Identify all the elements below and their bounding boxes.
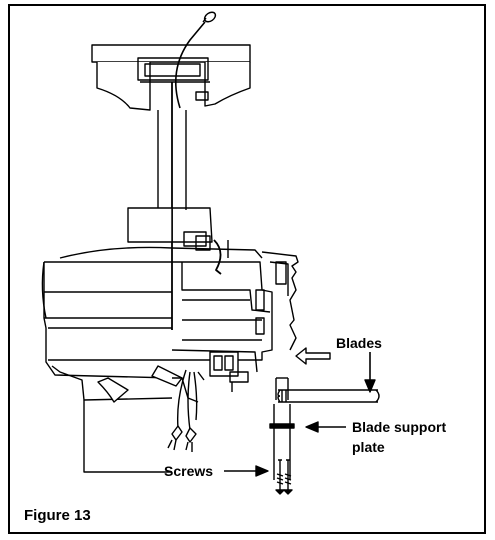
label-blades: Blades bbox=[336, 335, 382, 351]
label-blade-support-plate-line2: plate bbox=[352, 439, 385, 455]
label-blade-support-plate: Blade support bbox=[352, 419, 446, 435]
downrod bbox=[157, 82, 187, 330]
figure-frame bbox=[8, 4, 486, 534]
downrod-coupling bbox=[127, 207, 213, 247]
canopy bbox=[91, 44, 251, 111]
switch-cup bbox=[51, 365, 199, 473]
blade-bracket bbox=[171, 349, 258, 392]
label-screws: Screws bbox=[164, 463, 213, 479]
leader-arrows bbox=[224, 352, 376, 477]
screws bbox=[275, 459, 293, 495]
safety-cable bbox=[174, 11, 217, 109]
motor-housing-left bbox=[41, 261, 173, 379]
wires bbox=[167, 369, 205, 452]
motor-section-right bbox=[172, 251, 299, 361]
motor-top-cap bbox=[59, 235, 263, 275]
figure-caption: Figure 13 bbox=[24, 507, 91, 524]
blade-and-plate bbox=[269, 377, 380, 480]
insert-direction-arrow bbox=[295, 347, 331, 365]
